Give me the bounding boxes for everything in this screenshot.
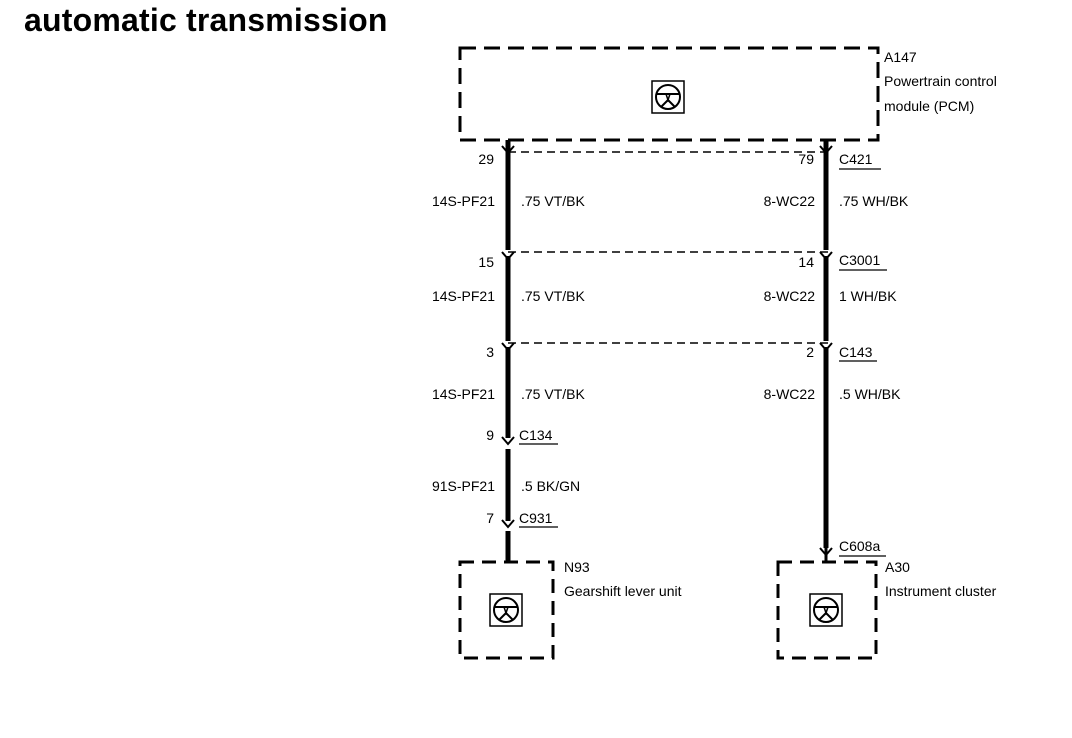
connector-c3001: C3001 bbox=[839, 252, 880, 268]
pin-number: 9 bbox=[486, 427, 494, 443]
connector-c143: C143 bbox=[839, 344, 873, 360]
cluster-module bbox=[776, 560, 878, 660]
wire-circuit: 14S-PF21 bbox=[432, 288, 495, 304]
gearshift-id: N93 bbox=[564, 559, 590, 575]
connector-underlines bbox=[519, 168, 887, 557]
wire-spec: .75 VT/BK bbox=[521, 193, 585, 209]
gearshift-module bbox=[458, 560, 555, 660]
wire-spec: .5 BK/GN bbox=[521, 478, 580, 494]
wire-circuit: 8-WC22 bbox=[764, 288, 816, 304]
connector-c421: C421 bbox=[839, 151, 873, 167]
pcm-name-line2: module (PCM) bbox=[884, 98, 974, 114]
pcm-module bbox=[458, 46, 880, 142]
wire-spec: .5 WH/BK bbox=[839, 386, 901, 402]
wire-circuit: 14S-PF21 bbox=[432, 193, 495, 209]
wire-circuit: 8-WC22 bbox=[764, 386, 816, 402]
wire-circuit: 91S-PF21 bbox=[432, 478, 495, 494]
gearshift-name: Gearshift lever unit bbox=[564, 583, 682, 599]
pcm-id: A147 bbox=[884, 49, 917, 65]
pin-number: 79 bbox=[798, 151, 814, 167]
pin-number: 15 bbox=[478, 254, 494, 270]
steering-wheel-icon bbox=[651, 80, 685, 114]
wire-circuit: 8-WC22 bbox=[764, 193, 816, 209]
pin-chevrons-left bbox=[501, 145, 515, 529]
pin-number: 29 bbox=[478, 151, 494, 167]
wire-spec: .75 VT/BK bbox=[521, 288, 585, 304]
pin-number: 3 bbox=[486, 344, 494, 360]
pin-number: 7 bbox=[486, 510, 494, 526]
page-title: automatic transmission bbox=[24, 2, 388, 38]
wire-spec: 1 WH/BK bbox=[839, 288, 897, 304]
pin-number: 2 bbox=[806, 344, 814, 360]
pcm-name-line1: Powertrain control bbox=[884, 73, 997, 89]
steering-wheel-icon bbox=[809, 593, 843, 627]
wire-spec: .75 VT/BK bbox=[521, 386, 585, 402]
steering-wheel-icon bbox=[489, 593, 523, 627]
pin-number: 14 bbox=[798, 254, 814, 270]
connector-c608a: C608a bbox=[839, 538, 880, 554]
connector-c931: C931 bbox=[519, 510, 553, 526]
pin-chevrons-right bbox=[819, 145, 833, 557]
cluster-id: A30 bbox=[885, 559, 910, 575]
wire-spec: .75 WH/BK bbox=[839, 193, 909, 209]
cluster-name: Instrument cluster bbox=[885, 583, 997, 599]
wire-circuit: 14S-PF21 bbox=[432, 386, 495, 402]
connector-c134: C134 bbox=[519, 427, 553, 443]
